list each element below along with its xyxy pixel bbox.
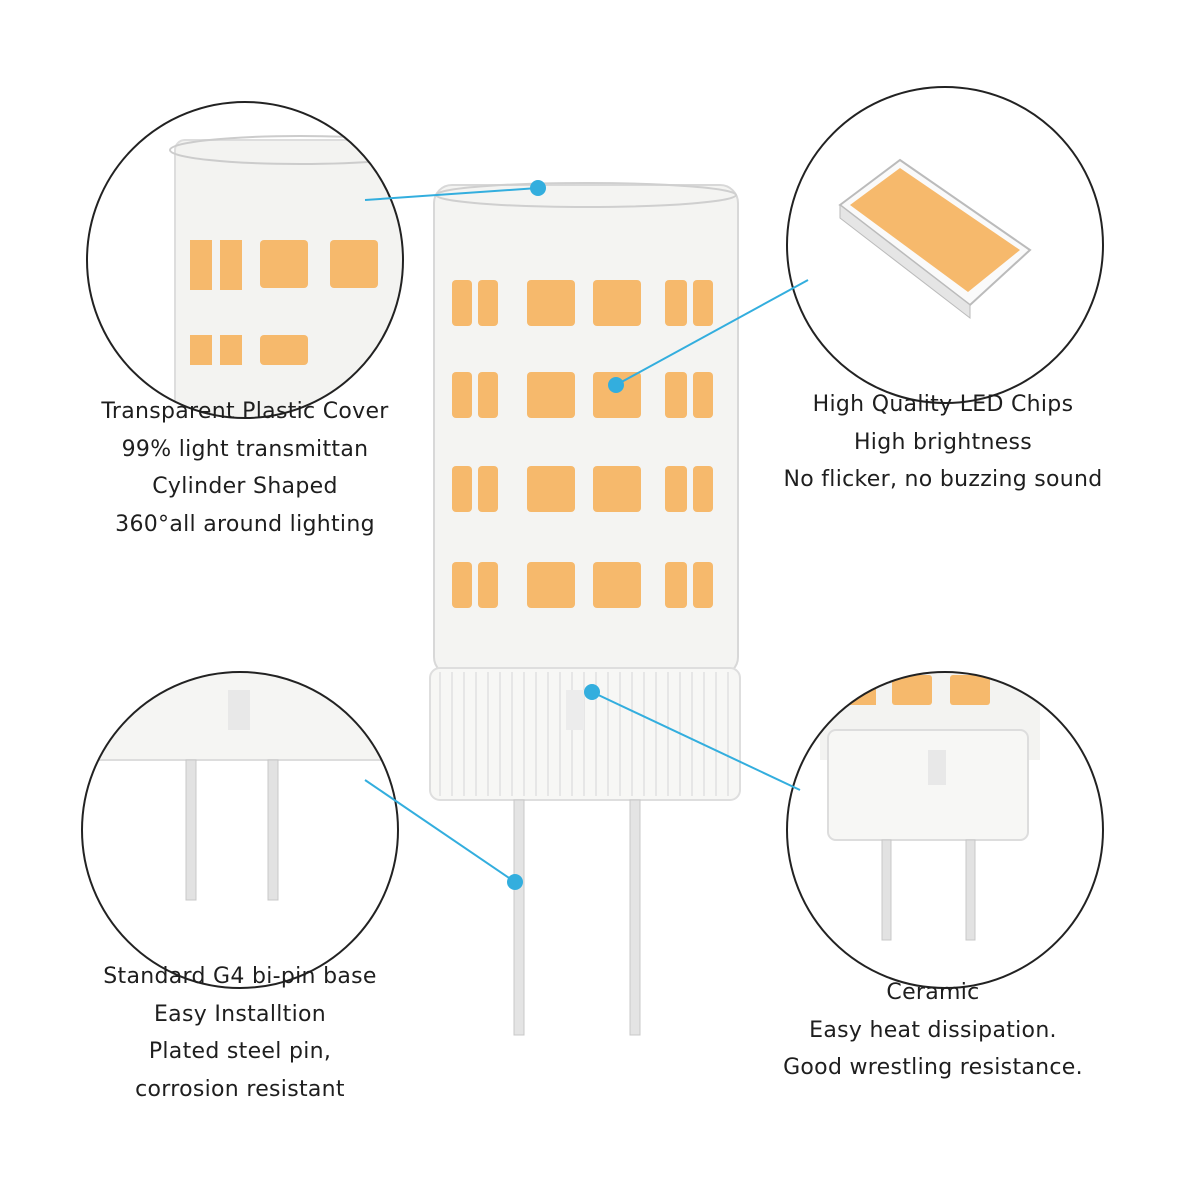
led-chip xyxy=(527,372,575,418)
led-bulb xyxy=(429,182,741,1036)
cover-caption: Transparent Plastic Cover 99% light tran… xyxy=(45,393,445,543)
caption-line: Standard G4 bi-pin base xyxy=(103,964,377,989)
led-chip xyxy=(452,466,472,512)
led-chip xyxy=(665,466,687,512)
led-chip xyxy=(593,466,641,512)
base-detail-circle xyxy=(81,671,399,989)
connector-dot xyxy=(507,874,523,890)
connector-dot xyxy=(608,377,624,393)
led-chip xyxy=(693,280,713,326)
led-chip xyxy=(452,372,472,418)
led-chip xyxy=(693,466,713,512)
led-chip xyxy=(452,280,472,326)
led-chip-grid xyxy=(452,280,713,608)
caption-line: High Quality LED Chips xyxy=(812,392,1074,417)
caption-line: corrosion resistant xyxy=(135,1076,345,1102)
ceramic-caption: Ceramic Easy heat dissipation. Good wres… xyxy=(733,974,1133,1087)
led-chip xyxy=(665,372,687,418)
led-chip xyxy=(527,280,575,326)
led-chip xyxy=(693,372,713,418)
caption-line: High brightness xyxy=(853,429,1033,455)
chips-caption: High Quality LED Chips High brightness N… xyxy=(743,386,1143,499)
connector-dot xyxy=(530,180,546,196)
led-chip xyxy=(665,562,687,608)
cover-detail-circle xyxy=(86,101,404,419)
caption-line: 99% light transmittan xyxy=(121,436,369,462)
led-chip xyxy=(593,372,641,418)
ceramic-detail-circle xyxy=(786,671,1104,989)
led-chip xyxy=(527,562,575,608)
caption-line: Good wrestling resistance. xyxy=(783,1055,1083,1080)
led-chip xyxy=(478,562,498,608)
caption-line: 360°all around lighting xyxy=(115,511,375,537)
led-chip xyxy=(478,280,498,326)
led-chip xyxy=(593,280,641,326)
caption-line: Cylinder Shaped xyxy=(152,474,338,499)
caption-line: No flicker, no buzzing sound xyxy=(783,467,1103,492)
base-caption: Standard G4 bi-pin base Easy Installtion… xyxy=(40,958,440,1108)
led-chip xyxy=(478,372,498,418)
chip-detail-circle xyxy=(786,86,1104,404)
led-chip xyxy=(452,562,472,608)
led-chip xyxy=(593,562,641,608)
callout-connectors xyxy=(364,180,809,890)
caption-line: Easy heat dissipation. xyxy=(809,1017,1057,1043)
caption-line: Easy Installtion xyxy=(153,1001,327,1027)
led-chip xyxy=(478,466,498,512)
caption-line: Transparent Plastic Cover xyxy=(101,399,389,424)
pin-right xyxy=(629,799,641,1036)
led-chip xyxy=(665,280,687,326)
led-chip xyxy=(693,562,713,608)
led-chip xyxy=(527,466,575,512)
connector-dot xyxy=(584,684,600,700)
pin-left xyxy=(513,799,525,1036)
caption-line: Plated steel pin, xyxy=(148,1039,332,1064)
caption-line: Ceramic xyxy=(886,980,980,1005)
